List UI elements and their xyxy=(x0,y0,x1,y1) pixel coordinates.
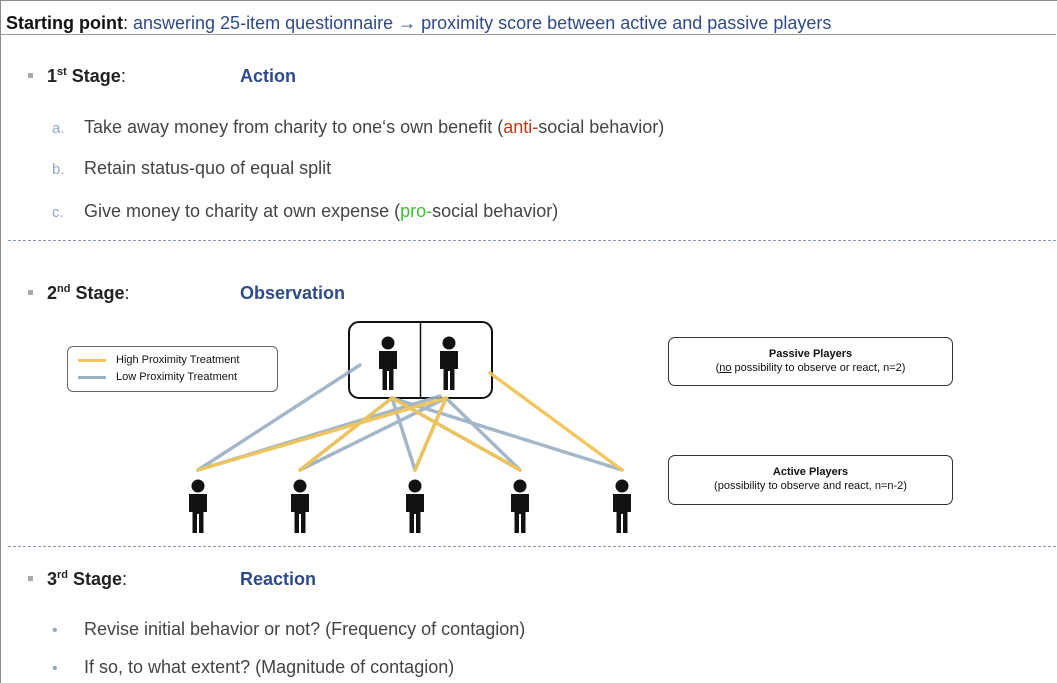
stage-3-label: 3rd Stage: xyxy=(47,569,128,589)
square-bullet-icon xyxy=(28,72,33,78)
stage-1-label: 1st Stage: xyxy=(47,66,126,86)
active-players-title: Active Players xyxy=(772,466,849,478)
legend-high: High Proximity Treatment xyxy=(78,354,239,366)
reaction-item-2: •If so, to what extent? (Magnitude of co… xyxy=(52,657,455,677)
header-colon: : xyxy=(122,13,133,33)
action-item-a: a.Take away money from charity to one‘s … xyxy=(52,117,665,137)
square-bullet-icon xyxy=(28,575,33,581)
high-link xyxy=(390,396,522,472)
dot-bullet-icon: • xyxy=(52,660,58,677)
person-icon xyxy=(406,479,424,533)
stage-3-title: Reaction xyxy=(240,569,317,589)
person-icon xyxy=(291,479,309,533)
connections xyxy=(196,363,624,472)
stage-1-title: Action xyxy=(240,66,296,86)
low-link xyxy=(390,396,417,472)
active-players-box: Active Players (possibility to observe a… xyxy=(668,455,953,505)
stage-1-heading: 1st Stage: Action xyxy=(28,66,296,87)
square-bullet-icon xyxy=(28,289,33,295)
dot-bullet-icon: • xyxy=(52,622,58,639)
action-item-c: c.Give money to charity at own expense (… xyxy=(52,201,559,221)
stage-2-heading: 2nd Stage: Observation xyxy=(28,283,345,304)
high-link xyxy=(196,396,448,472)
low-link xyxy=(196,363,362,472)
person-icon xyxy=(189,479,207,533)
stage-3-heading: 3rd Stage: Reaction xyxy=(28,569,316,590)
passive-players-box: Passive Players (no possibility to obser… xyxy=(668,337,953,386)
high-link xyxy=(413,396,448,472)
legend: High Proximity Treatment Low Proximity T… xyxy=(67,346,278,392)
stage-2-label: 2nd Stage: xyxy=(47,283,130,303)
passive-players-desc: (no possibility to observe or react, n=2… xyxy=(715,362,906,374)
low-link xyxy=(298,396,448,472)
high-link xyxy=(488,371,624,472)
low-link xyxy=(390,396,624,472)
divider-1 xyxy=(8,240,1056,241)
active-players-desc: (possibility to observe and react, n=n-2… xyxy=(714,480,907,492)
header-text: answering 25-item questionnaire → proxim… xyxy=(133,13,832,33)
passive-players-title: Passive Players xyxy=(768,348,853,360)
legend-high-swatch xyxy=(78,358,106,362)
action-item-b: b.Retain status-quo of equal split xyxy=(52,158,332,178)
low-link xyxy=(444,396,522,472)
high-link xyxy=(298,396,394,472)
person-icon xyxy=(511,479,529,533)
divider-2 xyxy=(8,546,1056,547)
reaction-item-1: •Revise initial behavior or not? (Freque… xyxy=(52,619,526,639)
person-icon xyxy=(613,479,631,533)
starting-point-header: Starting point: answering 25-item questi… xyxy=(6,13,831,34)
stage-2-title: Observation xyxy=(240,283,346,303)
header-bar xyxy=(1,1,1056,35)
legend-low-swatch xyxy=(78,375,106,379)
legend-low: Low Proximity Treatment xyxy=(78,371,237,383)
header-label: Starting point xyxy=(6,13,123,33)
